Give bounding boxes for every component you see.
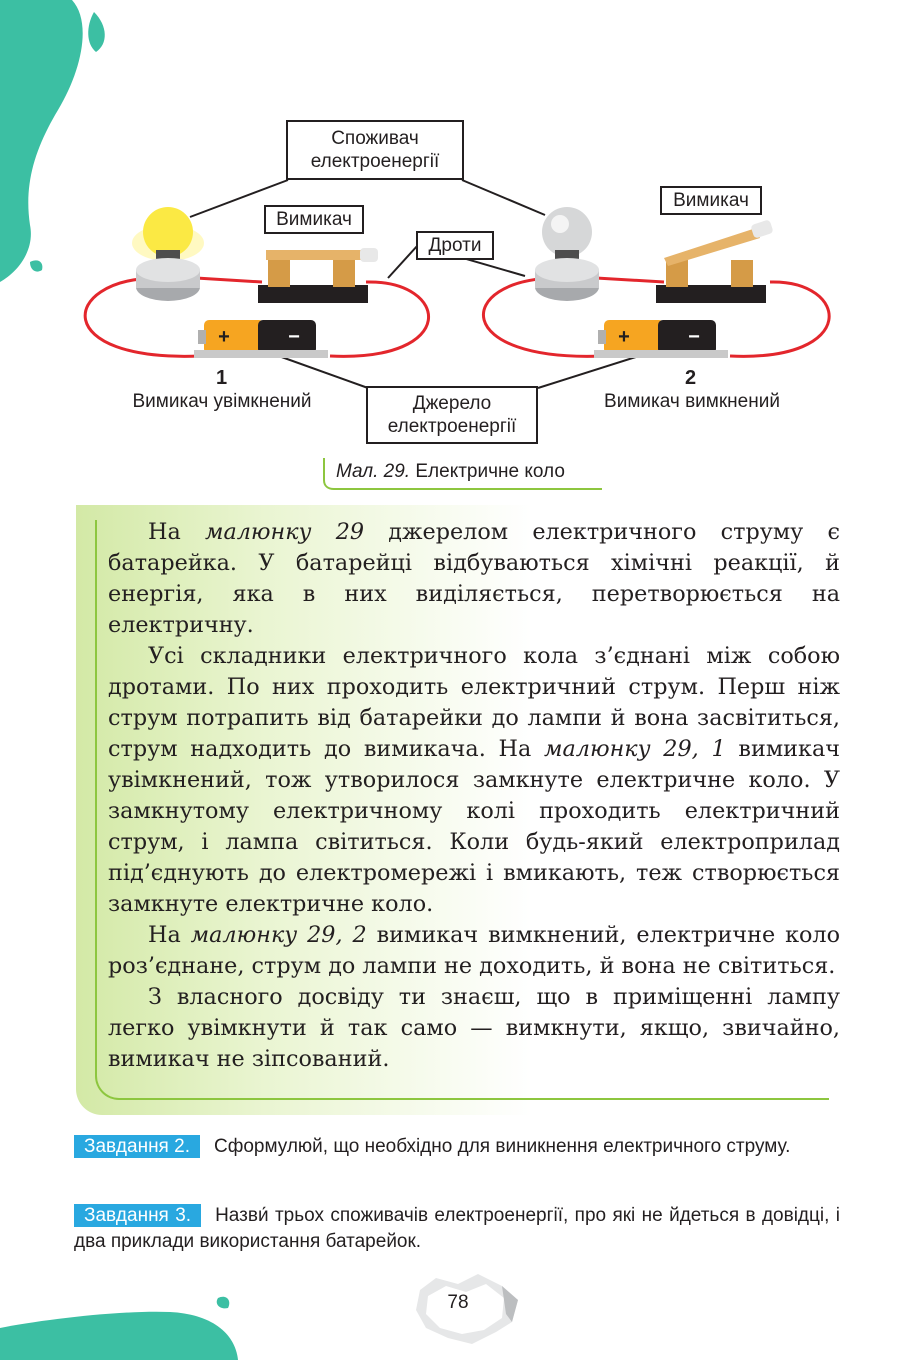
task-3: Завдання 3.Назви́ трьох споживачів елект… <box>74 1203 840 1255</box>
text-panel-border <box>95 520 829 1100</box>
circuit-number-1: 1 <box>216 367 228 389</box>
task-text: Сформулюй, що необхідно для виникнення е… <box>213 1136 791 1157</box>
battery-icon <box>594 320 728 358</box>
body-text: На малюнку 29 джерелом електричного стру… <box>108 517 840 1075</box>
battery-minus: − <box>288 326 300 348</box>
figure-caption: Мал. 29. Електричне коло <box>336 461 565 482</box>
lamp-lit-icon <box>132 207 204 301</box>
text-panel <box>76 505 836 1115</box>
task-2: Завдання 2. Сформулюй, що необхідно для в… <box>74 1134 840 1160</box>
paragraph-3: На малюнку 29, 2 вимикач вимкнений, елек… <box>108 922 841 979</box>
page-number: 78 <box>447 1292 469 1313</box>
paragraph-2: Усі складники електричного кола з’єднані… <box>108 643 840 917</box>
label-switch-left: Вимикач <box>264 205 364 234</box>
figure-caption-bracket <box>323 458 602 490</box>
switch-open-icon <box>656 220 773 303</box>
page-number-paper-icon <box>416 1274 518 1344</box>
battery-minus: − <box>688 326 700 348</box>
lamp-off-icon <box>535 207 599 301</box>
label-wires: Дроти <box>416 231 494 260</box>
corner-blob-top-left <box>0 0 105 282</box>
label-consumer: Споживач електроенергії <box>286 120 464 180</box>
corner-blob-bottom-left <box>0 1296 238 1360</box>
task-badge: Завдання 3. <box>74 1204 202 1227</box>
label-switch-right: Вимикач <box>660 186 762 215</box>
caption-switch-on: Вимикач увімкнений <box>132 391 312 412</box>
label-source: Джерело електроенергії <box>366 386 538 444</box>
switch-closed-icon <box>258 248 378 303</box>
task-badge: Завдання 2. <box>74 1135 200 1158</box>
battery-icon <box>194 320 328 358</box>
task-text: Назви́ трьох споживачів електроенергії, … <box>74 1205 840 1252</box>
paragraph-1: На малюнку 29 джерелом електричного стру… <box>108 519 840 638</box>
circuit-number-2: 2 <box>685 367 697 389</box>
battery-plus: + <box>618 326 630 348</box>
circuit-figure: + − + − <box>83 179 831 389</box>
caption-switch-off: Вимикач вимкнений <box>604 391 780 412</box>
paragraph-4: З власного досвіду ти знаєш, що в приміщ… <box>108 984 840 1072</box>
battery-plus: + <box>218 326 230 348</box>
